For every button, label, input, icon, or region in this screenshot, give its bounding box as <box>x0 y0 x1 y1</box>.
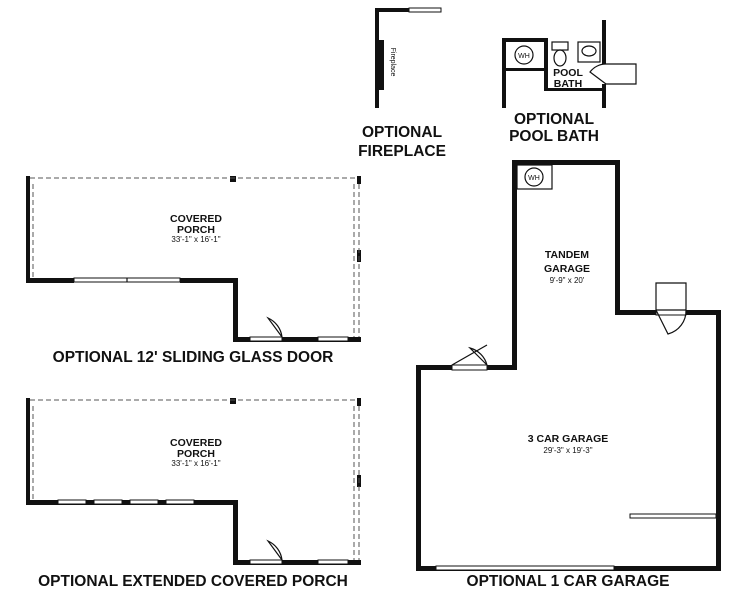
porch2-post-tl <box>26 398 30 408</box>
porch2-post-tm <box>230 398 236 404</box>
fireplace-hearth <box>379 40 384 90</box>
garage-entry-door-swing-icon <box>467 346 488 366</box>
porch2-wall-left <box>26 406 30 504</box>
porch2-door-swing-icon <box>266 539 283 563</box>
porch1-door-opening <box>249 336 283 342</box>
sliding-door-caption: OPTIONAL 12' SLIDING GLASS DOOR <box>53 349 334 366</box>
tandem-dims: 9'-9" x 20' <box>550 276 585 285</box>
tandem-name-line2: GARAGE <box>544 263 590 275</box>
garage-step-door-swing-icon <box>655 309 687 335</box>
fireplace-caption-line1: OPTIONAL <box>362 124 442 141</box>
pool-bath-caption-line2: POOL BATH <box>509 128 599 145</box>
porch2-window-2 <box>93 499 123 505</box>
tandem-wall-left <box>512 160 517 370</box>
extended-covered-porch: COVERED PORCH 33'-1" x 16'-1" OPTIONAL E… <box>26 398 361 590</box>
porch1-wall-step <box>233 278 238 340</box>
pool-bath-wall-bottom <box>544 88 606 91</box>
fireplace-wall-top <box>375 8 409 12</box>
pool-bath-caption-line1: OPTIONAL <box>514 111 594 128</box>
garage-door-main <box>435 565 615 571</box>
porch1-name-line1: COVERED <box>170 213 222 225</box>
porch1-wall-left <box>26 184 30 282</box>
porch1-door-swing-icon <box>266 316 283 340</box>
pool-bath-wall-right-upper <box>602 20 606 64</box>
fireplace-caption-line2: FIREPLACE <box>358 143 446 160</box>
fireplace-wall-vertical <box>375 8 379 108</box>
porch1-wall-house-left <box>26 278 74 283</box>
sink-counter-icon <box>577 41 601 63</box>
tandem-water-heater-icon <box>524 167 544 187</box>
three-car-dims: 29'-3" x 19'-3" <box>543 446 592 455</box>
pool-bath-wall-left <box>502 38 506 108</box>
pool-bath-door-swing-icon <box>589 63 607 85</box>
garage-door-side <box>629 513 717 519</box>
pool-bath-wh-label: WH <box>518 53 530 60</box>
porch2-name-line1: COVERED <box>170 437 222 449</box>
pool-bath-room-line1: POOL <box>553 67 583 79</box>
sink-basin-icon <box>581 45 597 57</box>
porch1-post-tm <box>230 176 236 182</box>
garage-step-box <box>655 282 687 311</box>
porch2-window-3 <box>129 499 159 505</box>
pool-bath-door-frame <box>606 63 637 85</box>
garage-wall-left <box>416 365 421 570</box>
porch1-wall-bottom <box>233 337 361 342</box>
pool-bath-wall-top <box>502 38 548 42</box>
sliding-door-porch: COVERED PORCH 33'-1" x 16'-1" OPTIONAL 1… <box>26 176 361 366</box>
car-garage-caption: OPTIONAL 1 CAR GARAGE <box>467 573 670 590</box>
tandem-wh-closet <box>516 164 553 190</box>
garage-entry-opening <box>451 364 488 371</box>
pool-bath-partition-h <box>506 68 544 71</box>
porch2-wall-step <box>233 500 238 564</box>
garage-wall-right <box>716 310 721 570</box>
water-heater-icon <box>514 45 534 65</box>
porch2-dims: 33'-1" x 16'-1" <box>171 459 220 468</box>
porch2-door-opening <box>249 559 283 565</box>
toilet-bowl-icon <box>553 49 567 67</box>
fireplace-label: Fireplace <box>389 48 396 77</box>
tandem-wall-right <box>615 160 620 315</box>
porch1-post-tr <box>357 176 361 184</box>
pool-bath-partition <box>544 38 548 88</box>
car-garage-option: WH TANDEM GARAGE 9'-9" x 20' 3 CAR GARAG… <box>416 160 721 590</box>
porch2-window <box>317 559 349 565</box>
fireplace-window <box>408 7 442 13</box>
tandem-wh-label: WH <box>528 175 540 182</box>
porch2-wall-bottom <box>233 560 361 565</box>
three-car-name: 3 CAR GARAGE <box>528 433 609 445</box>
tandem-wall-top <box>512 160 620 165</box>
porch2-window-1 <box>57 499 87 505</box>
garage-entry-door-leaf <box>451 344 488 366</box>
pool-bath-wall-right-lower <box>602 84 606 108</box>
porch2-name-line2: PORCH <box>177 448 215 460</box>
porch1-name-line2: PORCH <box>177 224 215 236</box>
pool-bath-room-line2: BATH <box>554 78 582 90</box>
pool-bath-option: WH POOL BATH OPTIONAL POOL BATH <box>502 20 637 145</box>
toilet-tank-icon <box>551 41 569 51</box>
porch1-post-tl <box>26 176 30 186</box>
tandem-name-line1: TANDEM <box>545 249 589 261</box>
porch2-post-tr <box>357 398 361 406</box>
porch1-window <box>317 336 349 342</box>
garage-step-opening <box>655 309 687 316</box>
extended-porch-caption: OPTIONAL EXTENDED COVERED PORCH <box>38 573 348 590</box>
porch2-window-4 <box>165 499 195 505</box>
porch1-wall-house-right <box>180 278 238 283</box>
fireplace-option: Fireplace OPTIONAL FIREPLACE <box>358 7 446 160</box>
porch1-dims: 33'-1" x 16'-1" <box>171 235 220 244</box>
